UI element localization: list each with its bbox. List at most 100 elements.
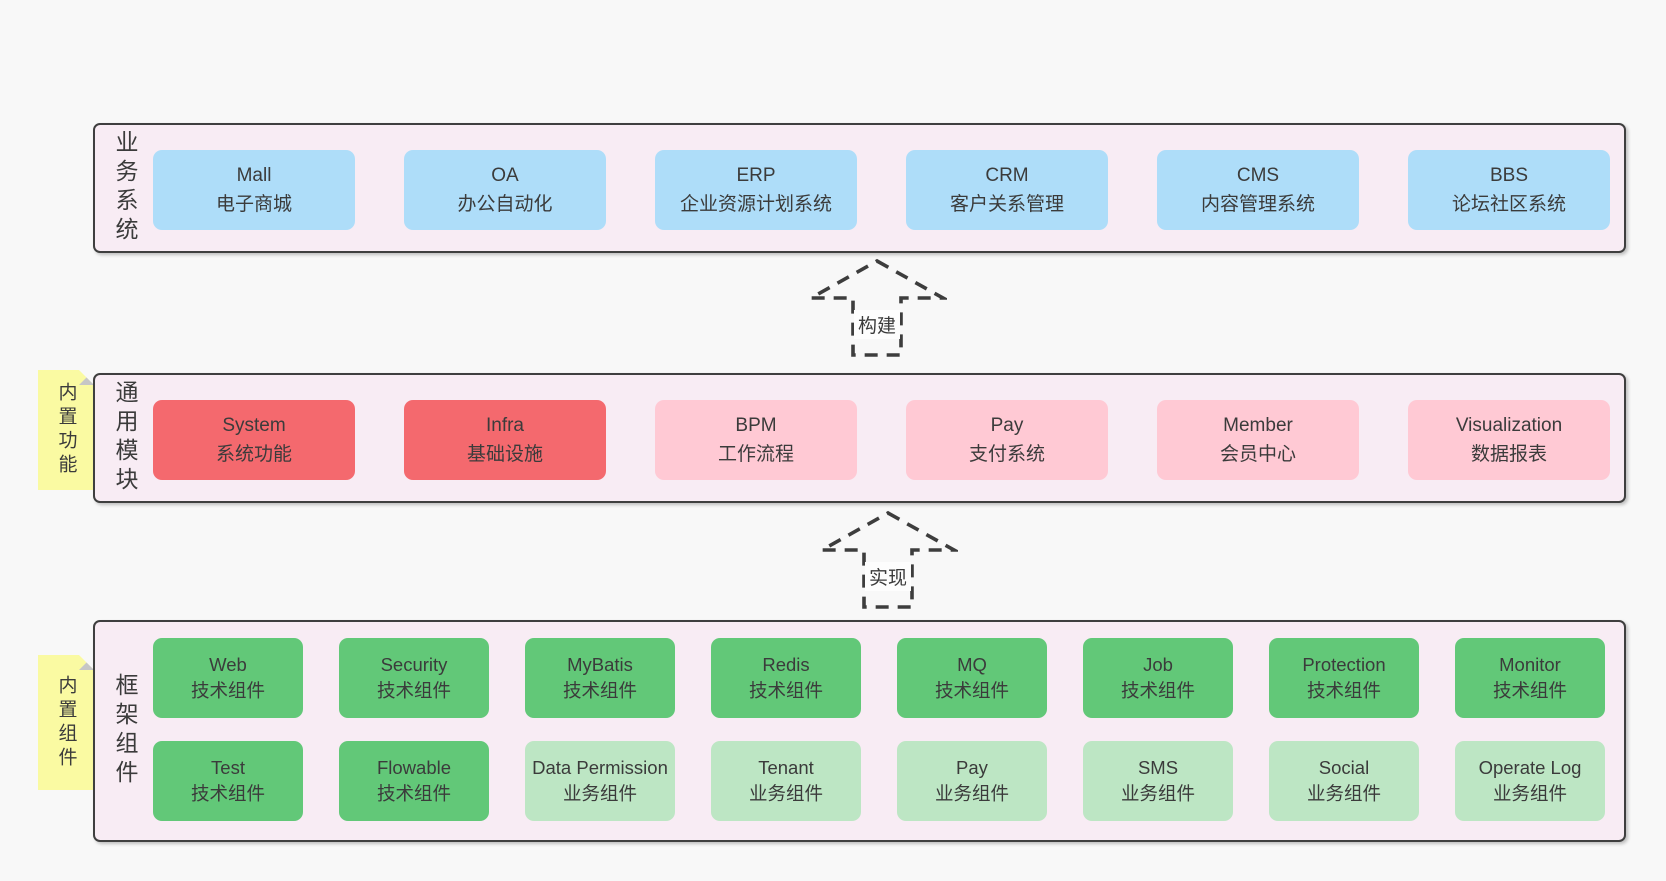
- module-box-erp: ERP 企业资源计划系统: [655, 150, 857, 230]
- module-name: Member: [1223, 415, 1293, 436]
- module-name: Social: [1318, 757, 1370, 778]
- module-desc: 论坛社区系统: [1451, 194, 1566, 215]
- module-name: Operate Log: [1478, 757, 1582, 778]
- module-box-member: Member 会员中心: [1157, 400, 1359, 480]
- module-box-mq: MQ 技术组件: [897, 638, 1047, 718]
- module-name: CRM: [985, 165, 1029, 186]
- module-name: Pay: [956, 757, 988, 778]
- module-name: Test: [211, 757, 245, 778]
- module-box-data-permission: Data Permission 业务组件: [525, 741, 675, 821]
- module-box-mybatis: MyBatis 技术组件: [525, 638, 675, 718]
- module-box-infra: Infra 基础设施: [404, 400, 606, 480]
- module-desc: 支付系统: [968, 444, 1045, 465]
- band-side-label: 业务系统: [112, 130, 138, 246]
- module-box-operate-log: Operate Log 业务组件: [1455, 741, 1605, 821]
- module-name: Security: [380, 654, 448, 675]
- folded-corner-icon: [79, 655, 94, 670]
- module-box-system: System 系统功能: [153, 400, 355, 480]
- module-box-social: Social 业务组件: [1269, 741, 1419, 821]
- sticky-note-built-in-functions: 内置功能: [38, 370, 94, 490]
- module-desc: 技术组件: [1120, 680, 1195, 701]
- module-desc: 客户关系管理: [949, 194, 1064, 215]
- module-name: Visualization: [1455, 415, 1563, 436]
- module-desc: 电子商城: [215, 194, 292, 215]
- module-desc: 业务组件: [562, 783, 637, 804]
- framework-components-row-1: Web 技术组件 Security 技术组件 MyBatis 技术组件 Redi…: [153, 638, 1624, 718]
- module-name: OA: [491, 165, 519, 186]
- module-name: SMS: [1137, 757, 1179, 778]
- module-name: Pay: [990, 415, 1024, 436]
- module-name: Data Permission: [532, 757, 668, 778]
- module-desc: 技术组件: [190, 783, 265, 804]
- module-desc: 企业资源计划系统: [679, 194, 832, 215]
- module-box-flowable: Flowable 技术组件: [339, 741, 489, 821]
- build-arrow: 构建: [807, 258, 947, 358]
- module-name: MQ: [957, 654, 987, 675]
- module-name: BBS: [1489, 165, 1529, 186]
- module-box-tenant: Tenant 业务组件: [711, 741, 861, 821]
- module-name: Monitor: [1499, 654, 1561, 675]
- band-common-modules: 通用模块 System 系统功能 Infra 基础设施 BPM 工作流程 Pay…: [93, 373, 1626, 503]
- module-name: Web: [209, 654, 247, 675]
- module-box-crm: CRM 客户关系管理: [906, 150, 1108, 230]
- module-desc: 办公自动化: [457, 194, 553, 215]
- module-box-monitor: Monitor 技术组件: [1455, 638, 1605, 718]
- module-box-test: Test 技术组件: [153, 741, 303, 821]
- module-desc: 会员中心: [1219, 444, 1296, 465]
- module-desc: 业务组件: [1492, 783, 1567, 804]
- sticky-note-label: 内置功能: [55, 382, 77, 478]
- module-box-pay-biz: Pay 业务组件: [897, 741, 1047, 821]
- module-box-mall: Mall 电子商城: [153, 150, 355, 230]
- module-desc: 技术组件: [1492, 680, 1567, 701]
- module-desc: 系统功能: [215, 444, 292, 465]
- business-systems-row: Mall 电子商城 OA 办公自动化 ERP 企业资源计划系统 CRM 客户关系…: [153, 150, 1624, 230]
- module-desc: 技术组件: [1306, 680, 1381, 701]
- module-box-bpm: BPM 工作流程: [655, 400, 857, 480]
- module-box-sms: SMS 业务组件: [1083, 741, 1233, 821]
- module-desc: 基础设施: [466, 444, 543, 465]
- module-box-cms: CMS 内容管理系统: [1157, 150, 1359, 230]
- module-name: Tenant: [758, 757, 814, 778]
- module-box-security: Security 技术组件: [339, 638, 489, 718]
- module-box-redis: Redis 技术组件: [711, 638, 861, 718]
- dashed-up-arrow-icon: [818, 510, 958, 609]
- sticky-note-label: 内置组件: [55, 674, 77, 771]
- module-desc: 技术组件: [190, 680, 265, 701]
- arrow-label: 构建: [853, 310, 901, 339]
- dashed-up-arrow-icon: [807, 258, 947, 357]
- framework-components-row-2: Test 技术组件 Flowable 技术组件 Data Permission …: [153, 741, 1624, 821]
- band-business-systems: 业务系统 Mall 电子商城 OA 办公自动化 ERP 企业资源计划系统 CRM…: [93, 123, 1626, 253]
- module-desc: 技术组件: [376, 680, 451, 701]
- module-desc: 技术组件: [748, 680, 823, 701]
- module-desc: 数据报表: [1470, 444, 1547, 465]
- arrow-label: 实现: [864, 562, 912, 591]
- folded-corner-icon: [79, 370, 94, 385]
- module-box-bbs: BBS 论坛社区系统: [1408, 150, 1610, 230]
- module-name: Mall: [236, 165, 272, 186]
- module-box-pay: Pay 支付系统: [906, 400, 1108, 480]
- module-desc: 技术组件: [562, 680, 637, 701]
- module-name: Job: [1143, 654, 1173, 675]
- sticky-note-built-in-components: 内置组件: [38, 655, 94, 790]
- module-desc: 内容管理系统: [1200, 194, 1315, 215]
- module-desc: 工作流程: [717, 444, 794, 465]
- module-name: System: [222, 415, 286, 436]
- module-name: MyBatis: [567, 654, 633, 675]
- module-box-protection: Protection 技术组件: [1269, 638, 1419, 718]
- module-desc: 技术组件: [376, 783, 451, 804]
- common-modules-row: System 系统功能 Infra 基础设施 BPM 工作流程 Pay 支付系统…: [153, 400, 1624, 480]
- module-desc: 业务组件: [1306, 783, 1381, 804]
- module-name: BPM: [735, 415, 777, 436]
- module-box-web: Web 技术组件: [153, 638, 303, 718]
- module-name: Redis: [762, 654, 810, 675]
- module-desc: 业务组件: [748, 783, 823, 804]
- band-side-label: 框架组件: [112, 673, 138, 789]
- band-side-label: 通用模块: [112, 380, 138, 496]
- band-framework-components: 框架组件 Web 技术组件 Security 技术组件 MyBatis 技术组件…: [93, 620, 1626, 842]
- module-desc: 技术组件: [934, 680, 1009, 701]
- module-box-job: Job 技术组件: [1083, 638, 1233, 718]
- module-name: Infra: [485, 415, 525, 436]
- module-desc: 业务组件: [934, 783, 1009, 804]
- module-desc: 业务组件: [1120, 783, 1195, 804]
- module-name: ERP: [736, 165, 776, 186]
